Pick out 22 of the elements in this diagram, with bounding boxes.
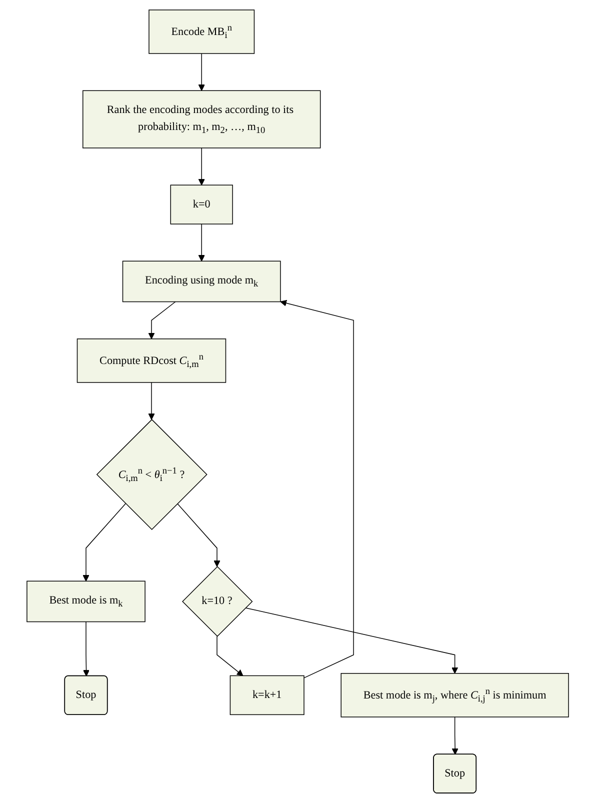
node-diamond	[96, 418, 208, 530]
node-box	[82, 90, 320, 148]
arrow	[280, 299, 354, 678]
node-box	[76, 338, 226, 382]
arrow	[452, 716, 458, 754]
node-box	[170, 184, 233, 224]
arrow	[148, 382, 154, 420]
arrow	[82, 620, 90, 676]
node-box	[26, 580, 146, 622]
arrow	[198, 147, 205, 185]
arrow	[148, 300, 176, 339]
arrow	[176, 502, 220, 566]
arrow	[216, 635, 243, 676]
node-box	[340, 672, 569, 717]
node-box	[148, 9, 254, 54]
arrow	[198, 52, 205, 90]
node-diamond	[182, 566, 252, 636]
arrow	[244, 606, 458, 674]
arrow	[82, 502, 126, 581]
arrow	[198, 223, 205, 261]
node-box	[230, 674, 304, 715]
node-box	[122, 260, 281, 302]
